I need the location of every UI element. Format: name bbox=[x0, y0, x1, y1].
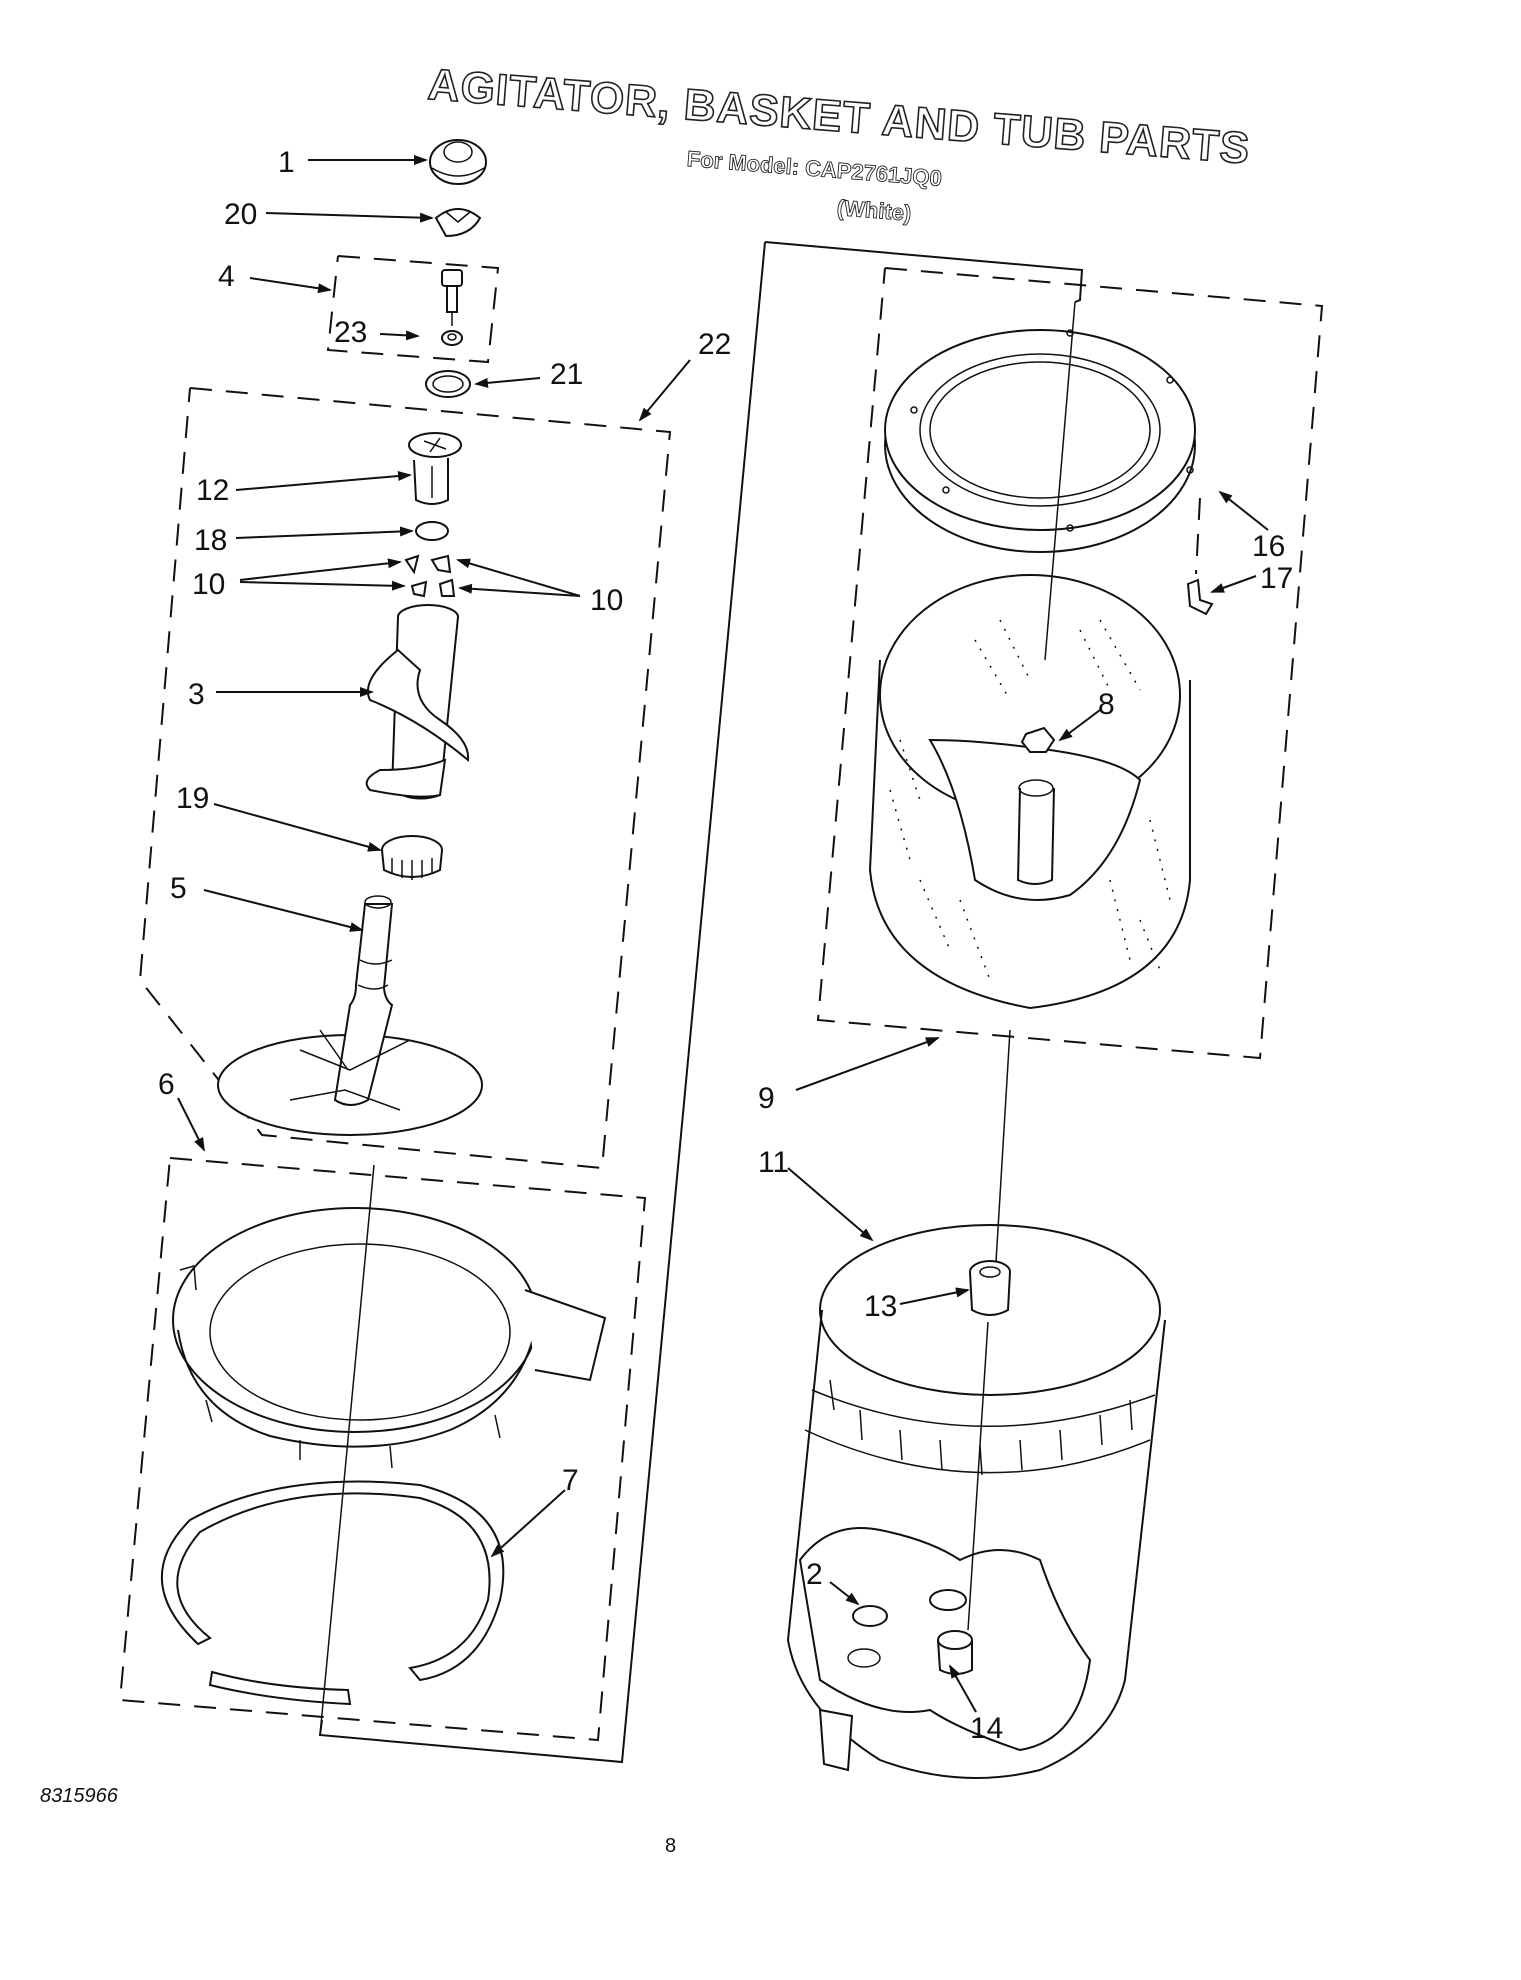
centerline-right-lower bbox=[995, 1029, 1011, 1263]
callout-19: 19 bbox=[176, 782, 209, 815]
callout-9: 9 bbox=[758, 1082, 775, 1115]
callout-18: 18 bbox=[194, 524, 227, 557]
part-outer-tub-11 bbox=[786, 1224, 1166, 1779]
centerline-right-tub bbox=[967, 1321, 989, 1631]
centerline-left bbox=[319, 1164, 375, 1736]
part-clip-17 bbox=[1186, 578, 1214, 616]
part-agitator-cap bbox=[429, 139, 487, 185]
part-basket-9 bbox=[868, 574, 1191, 1010]
clip-guide-line bbox=[1195, 497, 1201, 575]
part-cap-seal bbox=[434, 208, 482, 238]
callout-7: 7 bbox=[562, 1464, 579, 1497]
part-bearing-19 bbox=[381, 835, 443, 880]
callout-21: 21 bbox=[550, 358, 583, 391]
callout-17: 17 bbox=[1260, 562, 1293, 595]
callout-3: 3 bbox=[188, 678, 205, 711]
part-ring-21 bbox=[425, 370, 471, 398]
callout-20: 20 bbox=[224, 198, 257, 231]
group-box-6 bbox=[118, 1157, 647, 1742]
part-tub-ring-6 bbox=[172, 1207, 607, 1469]
callout-23: 23 bbox=[334, 316, 367, 349]
callout-6: 6 bbox=[158, 1068, 175, 1101]
part-bolt bbox=[441, 269, 463, 326]
part-hub-13 bbox=[969, 1260, 1011, 1316]
callout-4: 4 bbox=[218, 260, 235, 293]
document-number: 8315966 bbox=[40, 1785, 118, 1807]
callout-2: 2 bbox=[806, 1558, 823, 1591]
group-box-22 bbox=[138, 387, 672, 1170]
callout-10-right: 10 bbox=[590, 584, 623, 617]
callout-22: 22 bbox=[698, 328, 731, 361]
callout-11: 11 bbox=[758, 1146, 789, 1179]
part-washer-23 bbox=[441, 330, 463, 346]
part-balance-ring-16 bbox=[884, 329, 1196, 553]
callout-8: 8 bbox=[1098, 688, 1115, 721]
centerline-right bbox=[1044, 301, 1076, 661]
part-agitator-base-5 bbox=[217, 895, 483, 1136]
part-dogs-10 bbox=[404, 554, 456, 598]
callout-13: 13 bbox=[864, 1290, 897, 1323]
basket-perforations bbox=[889, 619, 1171, 981]
callout-5: 5 bbox=[170, 872, 187, 905]
callout-14: 14 bbox=[970, 1712, 1003, 1745]
callout-1: 1 bbox=[278, 146, 295, 179]
part-cam-12 bbox=[408, 432, 462, 505]
assembly-outline-22 bbox=[764, 241, 1084, 303]
group-box-4 bbox=[326, 255, 500, 364]
callout-10-left: 10 bbox=[192, 568, 225, 601]
part-seal-18 bbox=[415, 521, 449, 541]
part-snap-ring-7-end bbox=[208, 1670, 352, 1706]
group-box-9-16 bbox=[816, 267, 1324, 1060]
callout-16: 16 bbox=[1252, 530, 1285, 563]
part-snap-ring-7 bbox=[160, 1480, 505, 1682]
callout-12: 12 bbox=[196, 474, 229, 507]
part-ring-21-inner bbox=[432, 375, 464, 393]
leader-lines bbox=[177, 155, 1269, 1713]
page-number: 8 bbox=[665, 1835, 677, 1857]
part-auger-3 bbox=[365, 604, 470, 800]
